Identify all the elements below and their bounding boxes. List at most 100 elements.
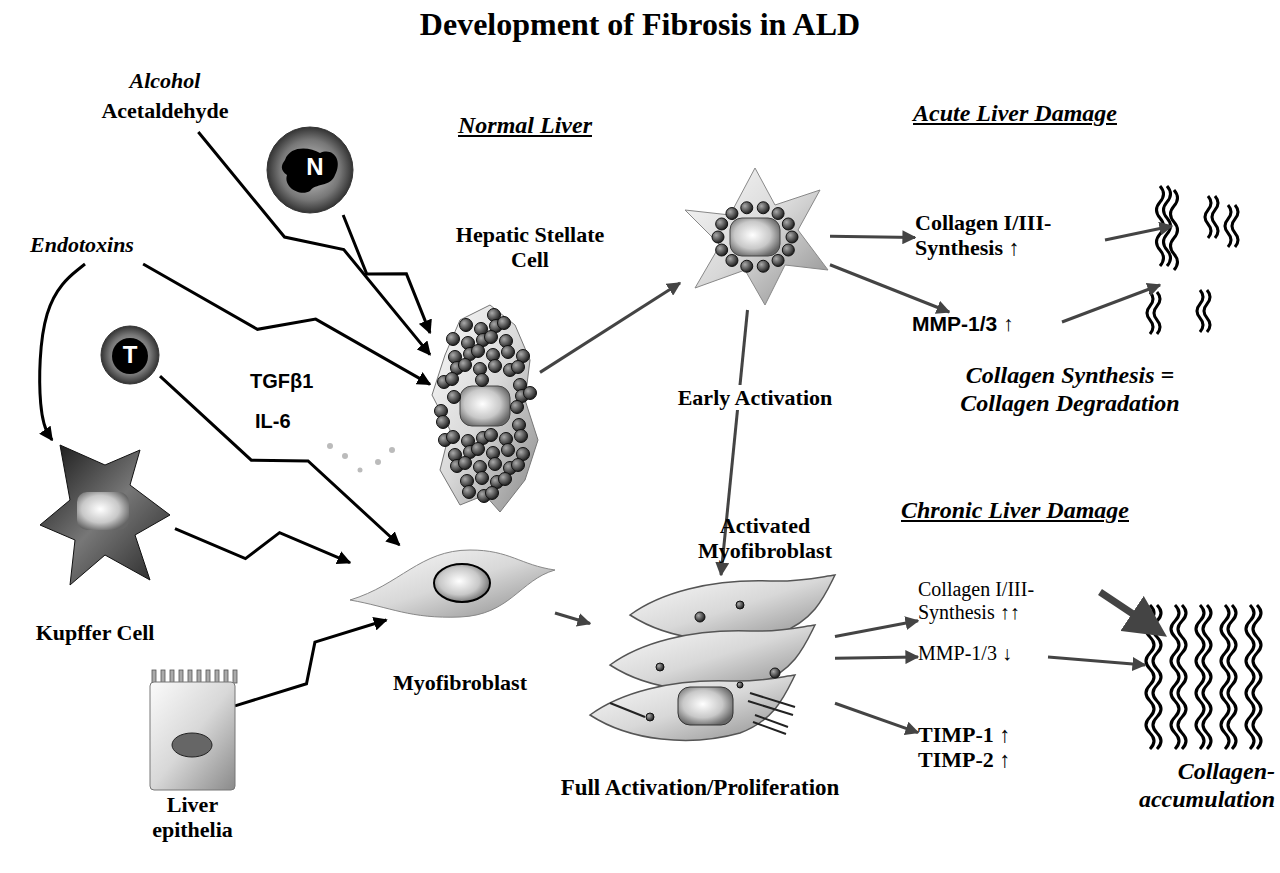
effect-arrow bbox=[1105, 226, 1172, 240]
lipid-droplet bbox=[770, 668, 780, 678]
cell-node: N bbox=[265, 125, 355, 215]
text-node: TIMP-1 ↑ TIMP-2 ↑ bbox=[918, 722, 1028, 782]
arrow-connector bbox=[555, 613, 590, 623]
collagen-fiber bbox=[1205, 196, 1211, 238]
lipid-droplet bbox=[459, 359, 472, 372]
lipid-droplet bbox=[515, 430, 528, 443]
lipid-droplet bbox=[646, 713, 654, 721]
lightning-arrow bbox=[343, 215, 430, 333]
lipid-droplet bbox=[460, 319, 473, 332]
arrow-connector bbox=[835, 703, 918, 732]
node-text: Alcohol bbox=[95, 68, 235, 93]
cell-node: Activated Myofibroblast bbox=[590, 575, 835, 745]
lipid-droplet bbox=[437, 416, 450, 429]
lipid-droplet bbox=[772, 208, 784, 220]
microvillus bbox=[170, 670, 174, 683]
lipid-droplet bbox=[726, 208, 738, 220]
cytokine-dot bbox=[358, 468, 363, 473]
lipid-droplet bbox=[741, 202, 753, 214]
cell-nucleus bbox=[434, 564, 490, 602]
arrow-connector bbox=[830, 236, 915, 237]
arrow-connector bbox=[835, 657, 918, 658]
microvillus bbox=[215, 670, 219, 683]
text-node: MMP-1/3 ↓ bbox=[918, 642, 1038, 670]
cell-node: Myofibroblast bbox=[350, 545, 555, 620]
cell-node: T bbox=[100, 325, 160, 385]
text-label: Normal Liver bbox=[440, 112, 610, 140]
collagen-fiber bbox=[1253, 605, 1261, 749]
lipid-droplet bbox=[786, 231, 798, 243]
cell-illustration bbox=[35, 440, 175, 590]
stress-fiber bbox=[753, 722, 786, 734]
stress-fiber bbox=[750, 693, 795, 707]
collagen-fiber bbox=[1228, 605, 1236, 749]
lipid-droplet bbox=[485, 429, 498, 442]
microvillus bbox=[188, 670, 192, 683]
effect-arrow bbox=[1100, 592, 1160, 632]
cell-nucleus bbox=[678, 687, 733, 725]
lightning-arrow bbox=[175, 529, 350, 563]
lipid-droplet bbox=[476, 472, 489, 485]
cell-nucleus bbox=[730, 218, 780, 256]
node-text: TIMP-1 ↑ TIMP-2 ↑ bbox=[918, 722, 1028, 773]
lipid-droplet bbox=[757, 202, 769, 214]
text-node: MMP-1/3 ↑ bbox=[912, 312, 1062, 342]
lipid-droplet bbox=[463, 486, 476, 499]
node-text: N bbox=[295, 153, 335, 181]
collagen-fiber bbox=[1171, 190, 1178, 270]
lipid-droplet bbox=[512, 361, 525, 374]
cell-node: Early Activation bbox=[680, 160, 830, 310]
node-text: Collagen I/III- Synthesis ↑↑ bbox=[918, 578, 1093, 624]
cell-illustration bbox=[350, 545, 555, 620]
node-text: Activated Myofibroblast bbox=[680, 513, 850, 564]
collagen-fiber bbox=[1225, 205, 1231, 247]
cell-nucleus bbox=[460, 386, 510, 426]
cell-body bbox=[432, 305, 538, 512]
text-label: Acute Liver Damage bbox=[865, 100, 1165, 128]
lipid-droplet bbox=[498, 317, 511, 330]
microvillus bbox=[197, 670, 201, 683]
text-label: IL-6 bbox=[255, 410, 335, 433]
cell-body bbox=[101, 326, 159, 384]
node-text: T bbox=[110, 341, 150, 369]
node-text: Early Activation bbox=[640, 385, 870, 410]
lipid-droplet bbox=[782, 244, 794, 256]
lipid-droplet bbox=[447, 431, 460, 444]
node-text: Endotoxins bbox=[30, 232, 180, 257]
text-label: Collagen Synthesis = Collagen Degradatio… bbox=[925, 362, 1215, 417]
lipid-droplet bbox=[726, 254, 738, 266]
cell-illustration bbox=[590, 575, 835, 745]
lightning-arrow bbox=[143, 264, 430, 384]
text-label: Chronic Liver Damage bbox=[855, 497, 1175, 525]
microvillus bbox=[152, 670, 156, 683]
stress-fiber bbox=[610, 703, 645, 717]
lightning-arrow bbox=[160, 376, 399, 545]
node-text: Kupffer Cell bbox=[20, 620, 170, 645]
microvillus bbox=[224, 670, 228, 683]
node-text: Myofibroblast bbox=[370, 670, 550, 695]
cell-body bbox=[685, 168, 828, 305]
cell-body bbox=[150, 682, 235, 790]
collagen-fibers bbox=[1146, 186, 1261, 749]
cell-illustration bbox=[430, 300, 540, 515]
arrow-connector bbox=[40, 264, 85, 440]
cell-illustration bbox=[680, 160, 830, 310]
cell-illustration bbox=[150, 670, 235, 790]
node-text: Liver epithelia bbox=[135, 792, 250, 843]
lipid-droplet bbox=[772, 254, 784, 266]
text-node: AlcoholAcetaldehyde bbox=[95, 68, 235, 132]
cell-body bbox=[350, 550, 555, 617]
lipid-droplet bbox=[736, 601, 744, 609]
cell-body bbox=[267, 127, 353, 213]
lipid-droplet bbox=[782, 218, 794, 230]
arrow-connector bbox=[835, 621, 918, 637]
lipid-droplet bbox=[459, 457, 472, 470]
lipid-droplet bbox=[499, 473, 512, 486]
lipid-droplet bbox=[472, 345, 485, 358]
collagen-fiber bbox=[1212, 196, 1218, 238]
collagen-fiber bbox=[1232, 205, 1238, 247]
lipid-droplet bbox=[502, 444, 515, 457]
lipid-droplet bbox=[486, 487, 499, 500]
lipid-droplet bbox=[716, 218, 728, 230]
text-label: Full Activation/Proliferation bbox=[490, 775, 910, 801]
